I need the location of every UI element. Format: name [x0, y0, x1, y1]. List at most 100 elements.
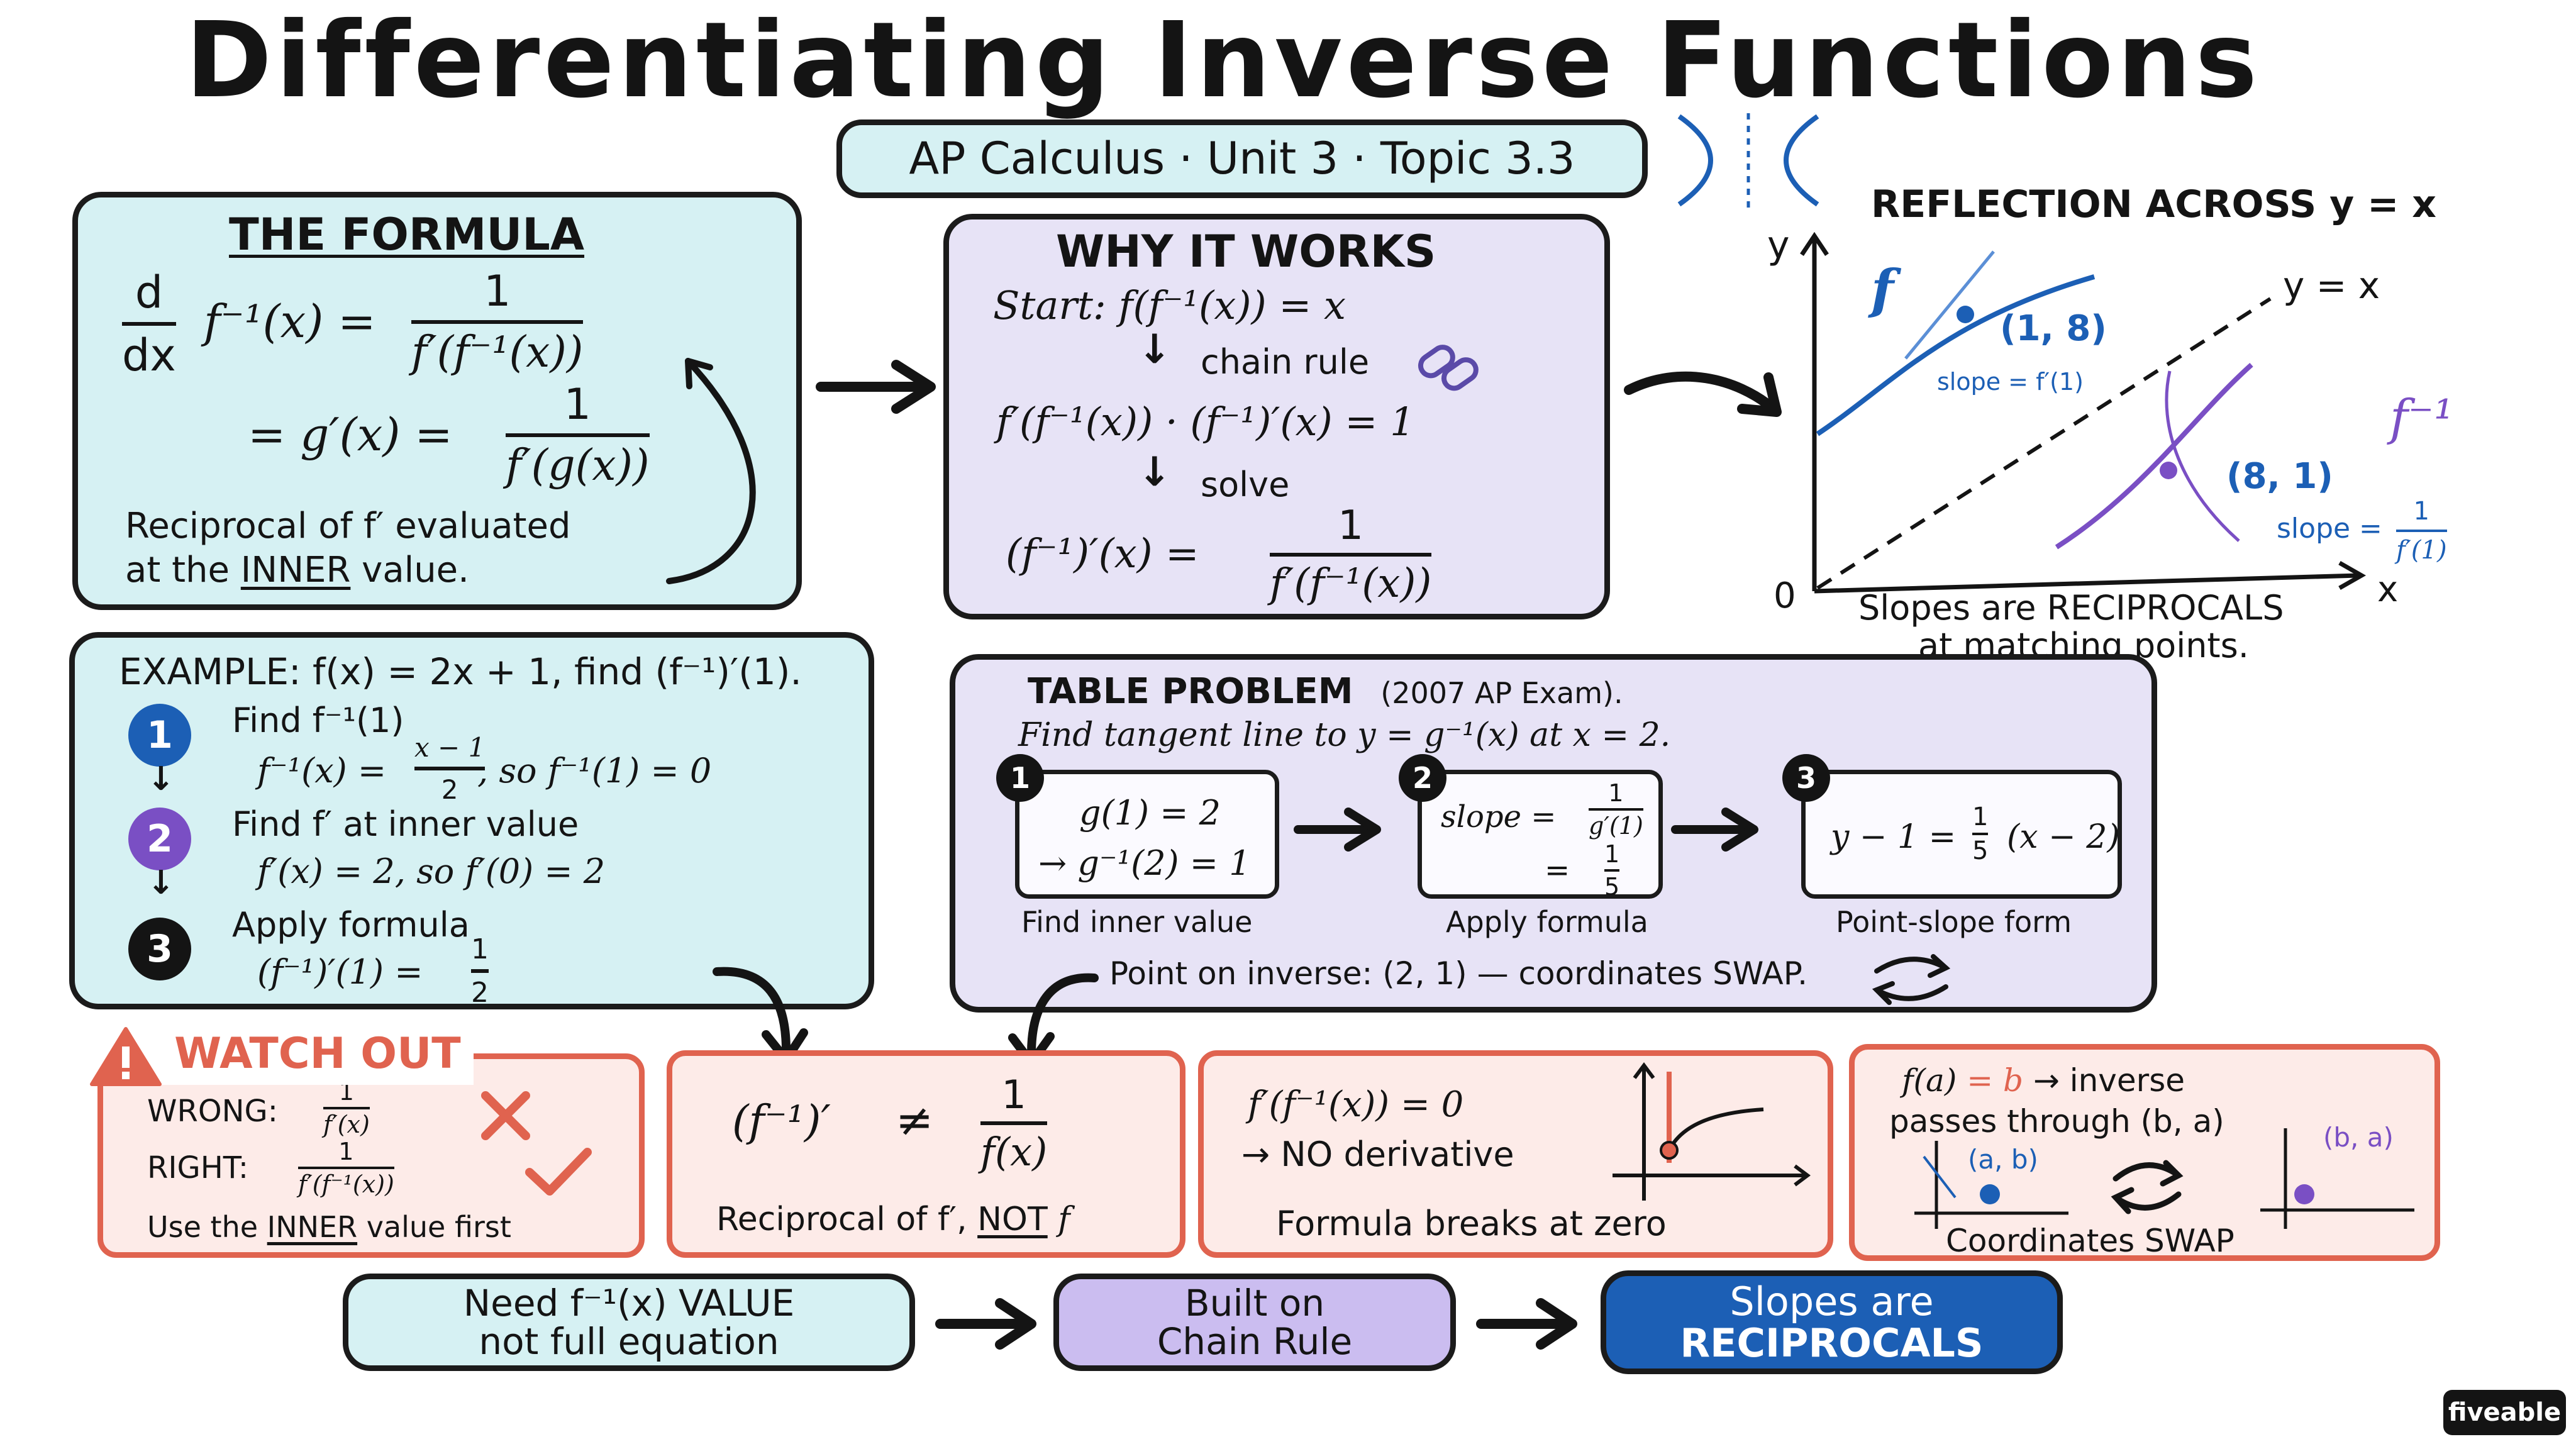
summary-pill-reciprocals-line1: Slopes are	[1729, 1279, 1934, 1325]
fiveable-logo-text: fiveable	[2448, 1398, 2562, 1427]
table-step-2-fraction-2: 1 5	[1604, 840, 1620, 901]
subtitle-text: AP Calculus · Unit 3 · Topic 3.3	[909, 132, 1575, 184]
zero-note: Formula breaks at zero	[1276, 1204, 1667, 1243]
not-recip-fraction: 1 f(x)	[980, 1072, 1048, 1175]
swap-arrows-icon	[2111, 1160, 2184, 1214]
watch-out-heading: WATCH OUT	[174, 1028, 461, 1079]
step-arrow-2: ↓	[147, 864, 175, 902]
arrow-icon	[1671, 808, 1758, 852]
step-1-title: Find f⁻¹(1)	[232, 701, 404, 740]
reflection-graph	[1800, 231, 2367, 594]
not-recip-lhs: (f⁻¹)′	[732, 1097, 831, 1146]
check-mark-icon	[525, 1148, 592, 1196]
point-8-1	[2160, 462, 2177, 479]
table-step-1-line2: → g⁻¹(2) = 1	[1038, 843, 1251, 883]
wrong-label: WRONG:	[147, 1094, 278, 1129]
summary-pill-value-line1: Need f⁻¹(x) VALUE	[463, 1281, 795, 1324]
zero-line1: f′(f⁻¹(x)) = 0	[1248, 1084, 1464, 1125]
f-inverse-curve	[2055, 363, 2253, 550]
zero-derivative-panel: f′(f⁻¹(x)) = 0 → NO derivative Formula b…	[1198, 1050, 1833, 1258]
why-heading: WHY IT WORKS	[1056, 226, 1436, 277]
arrow-icon	[816, 360, 936, 414]
watch-note: Use the INNER value first	[147, 1210, 511, 1244]
d-dx-operator: d dx	[122, 267, 176, 381]
table-step-3-caption: Point-slope form	[1836, 905, 2072, 939]
f-curve-label: f	[1871, 258, 1894, 320]
why-result-fraction: 1 f′(f⁻¹(x))	[1270, 502, 1432, 607]
table-step-3-fraction: 1 5	[1972, 802, 1989, 865]
step-3-lhs: (f⁻¹)′(1) =	[257, 952, 423, 992]
point-a-b-graph	[1914, 1141, 2068, 1229]
table-step-2-lhs: slope =	[1441, 799, 1557, 835]
table-step-1-line1: g(1) = 2	[1079, 793, 1221, 833]
table-heading-line: TABLE PROBLEM (2007 AP Exam).	[1028, 671, 1623, 712]
step-1-lhs: f⁻¹(x) =	[257, 751, 387, 791]
summary-pill-chain-line1: Built on	[1184, 1281, 1325, 1324]
table-panel: TABLE PROBLEM (2007 AP Exam). Find tange…	[950, 654, 2157, 1013]
swap-arrows-icon	[1872, 954, 1951, 1005]
table-step-3-rhs: (x − 2)	[2007, 818, 2120, 856]
arrow-icon	[1624, 371, 1782, 417]
identity-line	[1816, 297, 2272, 590]
point-b-a-label: (b, a)	[2323, 1122, 2394, 1153]
why-step-chain-rule: chain rule	[1201, 342, 1370, 382]
table-step-2-equals: =	[1545, 853, 1570, 888]
why-start: Start: f(f⁻¹(x)) = x	[993, 282, 1346, 328]
step-1-fraction: x − 1 2	[414, 732, 486, 805]
table-step-2-caption: Apply formula	[1446, 905, 1648, 939]
example-heading: EXAMPLE: f(x) = 2x + 1, find (f⁻¹)′(1).	[119, 650, 802, 693]
curved-arrow-icon	[666, 358, 756, 584]
watch-out-header: WATCH OUT	[82, 1022, 474, 1086]
step-arrow-1: ↓	[147, 760, 175, 798]
formula-heading: THE FORMULA	[229, 209, 585, 260]
not-reciprocal-panel: (f⁻¹)′ ≠ 1 f(x) Reciprocal of f′, NOT f	[667, 1050, 1185, 1258]
why-result-lhs: (f⁻¹)′(x) =	[1006, 531, 1199, 577]
step-3-badge: 3	[128, 918, 191, 980]
tangent-finv	[2165, 370, 2240, 542]
table-step-1-badge: 1	[996, 754, 1044, 802]
arrow-icon	[1476, 1298, 1577, 1350]
table-step-2-fraction-1: 1 g′(1)	[1589, 779, 1643, 840]
point-b-a-graph	[2260, 1128, 2414, 1229]
fiveable-logo: fiveable	[2443, 1390, 2566, 1435]
tangent-f	[1904, 250, 1995, 360]
step-3-fraction: 1 2	[471, 933, 489, 1009]
table-step-1-caption: Find inner value	[1021, 905, 1253, 939]
slope-finv-label: slope =	[2277, 513, 2382, 545]
identity-line-label: y = x	[2283, 264, 2380, 307]
step-1-badge: 1	[128, 704, 191, 767]
zero-line2: → NO derivative	[1241, 1135, 1514, 1174]
step-3-title: Apply formula	[232, 905, 470, 945]
example-panel: EXAMPLE: f(x) = 2x + 1, find (f⁻¹)′(1). …	[69, 632, 874, 1009]
table-step-2-box: slope = 1 g′(1) = 1 5	[1418, 770, 1663, 901]
point-a-b-label: (a, b)	[1968, 1144, 2038, 1175]
point-1-8-label: (1, 8)	[2000, 308, 2107, 349]
step-2-title: Find f′ at inner value	[232, 804, 579, 844]
why-down-arrow-2: ↓	[1138, 449, 1172, 496]
summary-pill-value: Need f⁻¹(x) VALUE not full equation	[343, 1274, 915, 1371]
summary-pill-reciprocals-line2: RECIPROCALS	[1680, 1319, 1984, 1366]
step-2-body: f′(x) = 2, so f′(0) = 2	[257, 852, 606, 891]
page-title: Differentiating Inverse Functions	[185, 0, 2262, 121]
f-curve	[1816, 274, 2096, 436]
formula-fraction-2: 1 f′(g(x))	[506, 380, 650, 491]
graph-x-label: x	[2377, 569, 2399, 610]
table-step-3-badge: 3	[1782, 754, 1830, 802]
point-8-1-label: (8, 1)	[2226, 456, 2333, 497]
formula-fraction-1: 1 f′(f⁻¹(x))	[411, 267, 584, 377]
arrow-icon	[1294, 808, 1381, 852]
slope-f-label: slope = f′(1)	[1937, 368, 2084, 396]
not-equal-sign: ≠	[896, 1094, 934, 1146]
coordinates-swap-panel: f(a) = b → inverse passes through (b, a)…	[1849, 1044, 2440, 1261]
wrong-fraction: 1 f′(x)	[323, 1078, 370, 1138]
summary-pill-reciprocals: Slopes are RECIPROCALS	[1601, 1270, 2063, 1374]
reflection-caption-1: Slopes are RECIPROCALS	[1858, 588, 2284, 628]
swap-line1: f(a) = b → inverse	[1902, 1062, 2185, 1099]
f-inverse-label: f⁻¹	[2390, 390, 2454, 447]
swap-note: Coordinates SWAP	[1946, 1223, 2235, 1259]
table-step-1-box: g(1) = 2 → g⁻¹(2) = 1	[1015, 770, 1279, 899]
vertical-tangent-graph	[1613, 1062, 1811, 1201]
right-fraction: 1 f′(f⁻¹(x))	[298, 1138, 394, 1198]
summary-pill-chain: Built on Chain Rule	[1053, 1274, 1456, 1371]
table-step-2-badge: 2	[1399, 754, 1446, 802]
